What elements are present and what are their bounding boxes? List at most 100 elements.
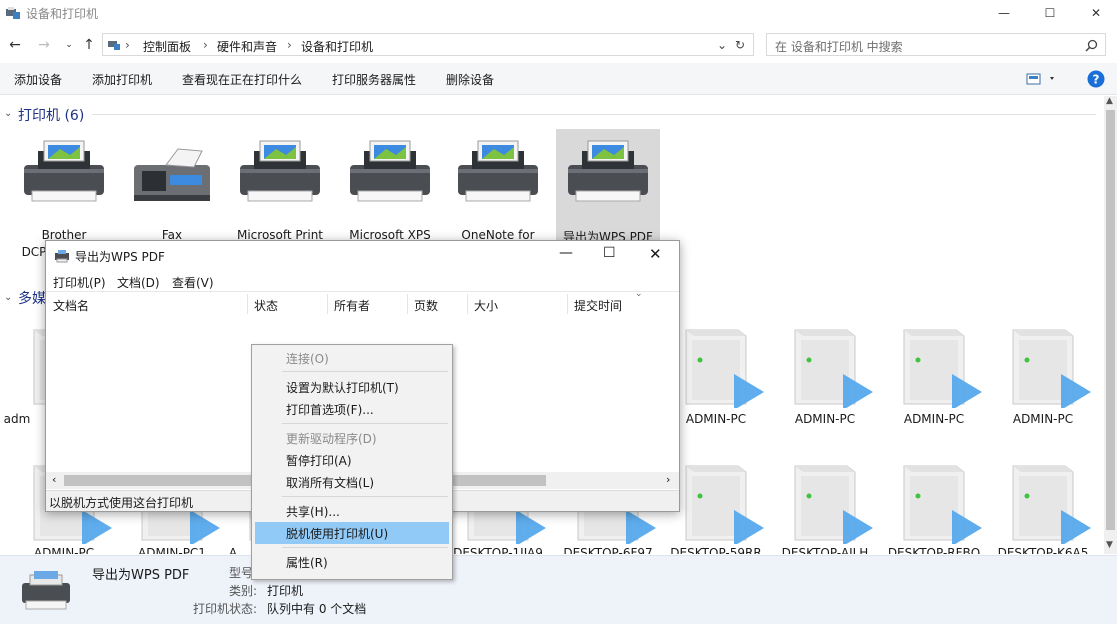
media-device[interactable]: A (228, 454, 332, 554)
column-pages[interactable]: 页数 (414, 299, 439, 313)
menu-item-cancel-all[interactable]: 取消所有文档(L) (286, 476, 375, 490)
navigation-bar: ← → ⌄ ↑ › 控制面板 › 硬件和声音 › 设备和打印机 ⌄ ↻ 在 设备… (0, 30, 1117, 60)
queue-status-text: 以脱机方式使用这台打印机 (49, 496, 194, 510)
printer-microsoft-xps[interactable]: Microsoft XPS (338, 129, 442, 244)
address-box[interactable]: › 控制面板 › 硬件和声音 › 设备和打印机 ⌄ ↻ (102, 33, 754, 56)
back-arrow-icon[interactable]: ← (9, 37, 21, 53)
media-device[interactable]: DESKTOP-RFBQ (882, 454, 986, 554)
menu-item-sharing[interactable]: 共享(H)... (286, 505, 340, 519)
menu-document[interactable]: 文档(D) (117, 276, 160, 290)
recent-locations-chevron-icon[interactable]: ⌄ (65, 40, 73, 50)
column-separator[interactable] (247, 294, 248, 314)
printer-icon (338, 129, 442, 219)
details-device-name: 导出为WPS PDF (92, 568, 190, 583)
media-device[interactable]: DESKTOP-6F97 (556, 454, 660, 554)
column-document-name[interactable]: 文档名 (53, 299, 90, 313)
media-device[interactable]: ADMIN-PC (773, 318, 877, 428)
printers-group-header[interactable]: 打印机 (6) (18, 108, 85, 124)
device-label: DESKTOP-K6A5 (997, 546, 1089, 554)
media-device[interactable]: ADMIN-PC (12, 454, 116, 554)
printer-status-value: 队列中有 0 个文档 (267, 602, 367, 616)
column-separator[interactable] (567, 294, 568, 314)
vertical-scrollbar[interactable]: ▲ ▼ (1104, 96, 1117, 554)
device-label: ADMIN-PC (685, 412, 747, 426)
remove-device-button[interactable]: 删除设备 (446, 73, 495, 87)
printer-wps-pdf[interactable]: 导出为WPS PDF (556, 129, 660, 244)
media-device[interactable]: adm (4, 318, 116, 428)
printer-fax[interactable]: Fax (120, 129, 224, 244)
refresh-icon[interactable]: ↻ (735, 38, 746, 52)
menu-printer[interactable]: 打印机(P) (53, 276, 106, 290)
menu-item-properties[interactable]: 属性(R) (286, 556, 328, 570)
breadcrumb-control-panel[interactable]: 控制面板 (143, 40, 192, 54)
scroll-down-icon[interactable]: ▼ (1106, 540, 1113, 550)
column-separator[interactable] (467, 294, 468, 314)
close-button[interactable]: ✕ (1073, 0, 1117, 26)
media-group-header[interactable]: 多媒 (18, 291, 46, 307)
device-label: DESKTOP-AJLH (781, 546, 869, 554)
queue-maximize-button[interactable]: ☐ (603, 245, 616, 261)
queue-minimize-button[interactable]: — (559, 245, 573, 261)
minimize-glyph: — (998, 6, 1010, 20)
print-server-properties-button[interactable]: 打印服务器属性 (332, 73, 417, 87)
collapse-chevron-icon[interactable]: ⌄ (4, 108, 13, 119)
column-separator[interactable] (327, 294, 328, 314)
add-device-button[interactable]: 添加设备 (14, 73, 63, 87)
column-submitted[interactable]: 提交时间 (574, 299, 623, 313)
see-whats-printing-button[interactable]: 查看现在正在打印什么 (182, 73, 303, 87)
minimize-button[interactable]: — (981, 0, 1027, 26)
scroll-left-icon[interactable]: ‹ (52, 473, 57, 486)
maximize-button[interactable]: ☐ (1027, 0, 1073, 26)
search-input[interactable]: 在 设备和打印机 中搜索 (766, 33, 1106, 56)
printer-icon (556, 129, 660, 219)
media-server-icon (991, 318, 1095, 408)
svg-text:?: ? (1093, 73, 1100, 87)
scroll-right-icon[interactable]: › (666, 473, 671, 486)
queue-close-button[interactable]: ✕ (649, 245, 662, 263)
menu-item-printing-preferences[interactable]: 打印首选项(F)... (286, 403, 374, 417)
media-device[interactable]: ADMIN-PC (991, 318, 1095, 428)
printer-icon (22, 571, 70, 610)
device-label-2: DCP (21, 245, 47, 259)
media-device[interactable]: ADMIN-PC (664, 318, 768, 428)
breadcrumb-hardware-sound[interactable]: 硬件和声音 (217, 40, 278, 54)
media-device[interactable]: DESKTOP-1IJA9 (446, 454, 550, 554)
column-separator[interactable] (407, 294, 408, 314)
media-server-icon (882, 318, 986, 408)
column-status[interactable]: 状态 (254, 299, 279, 313)
device-label: OneNote for (461, 228, 535, 242)
up-arrow-icon[interactable]: ↑ (83, 37, 95, 53)
search-placeholder: 在 设备和打印机 中搜索 (775, 40, 903, 54)
search-icon[interactable] (1085, 39, 1098, 52)
printer-brother[interactable]: Brother DCP (12, 129, 116, 259)
address-dropdown-chevron-icon[interactable]: ⌄ (717, 38, 728, 52)
column-size[interactable]: 大小 (474, 299, 499, 313)
breadcrumb-devices-printers[interactable]: 设备和打印机 (301, 40, 374, 54)
command-bar: 添加设备 添加打印机 查看现在正在打印什么 打印服务器属性 删除设备 ? (0, 63, 1117, 95)
devices-printers-icon (6, 7, 20, 19)
add-printer-button[interactable]: 添加打印机 (92, 73, 153, 87)
view-options-icon[interactable] (1026, 72, 1056, 86)
printer-microsoft-print[interactable]: Microsoft Print (228, 129, 332, 244)
device-label: DESKTOP-6F97 (563, 546, 653, 554)
help-icon[interactable]: ? (1087, 70, 1105, 88)
forward-arrow-icon[interactable]: → (38, 37, 50, 53)
media-device[interactable]: ADMIN-PC1 (120, 454, 224, 554)
scroll-up-icon[interactable]: ▲ (1106, 96, 1113, 106)
menu-view[interactable]: 查看(V) (172, 276, 214, 290)
column-owner[interactable]: 所有者 (334, 299, 371, 313)
media-device[interactable]: DESKTOP-AJLH (773, 454, 877, 554)
menu-item-update-driver[interactable]: 更新驱动程序(D) (286, 432, 377, 446)
media-device[interactable]: DESKTOP-59RR (664, 454, 768, 554)
menu-item-pause-printing[interactable]: 暂停打印(A) (286, 454, 352, 468)
menu-item-use-offline[interactable]: 脱机使用打印机(U) (255, 522, 449, 544)
menu-item-connect[interactable]: 连接(O) (286, 352, 329, 366)
collapse-chevron-icon[interactable]: ⌄ (4, 292, 13, 303)
printer-onenote[interactable]: OneNote for (446, 129, 550, 244)
scrollbar-thumb[interactable] (1106, 110, 1115, 530)
category-label: 类别: (229, 584, 258, 598)
media-device[interactable]: DESKTOP-K6A5 (991, 454, 1095, 554)
menu-item-set-default[interactable]: 设置为默认打印机(T) (286, 381, 399, 395)
media-device[interactable]: ADMIN-PC (882, 318, 986, 428)
